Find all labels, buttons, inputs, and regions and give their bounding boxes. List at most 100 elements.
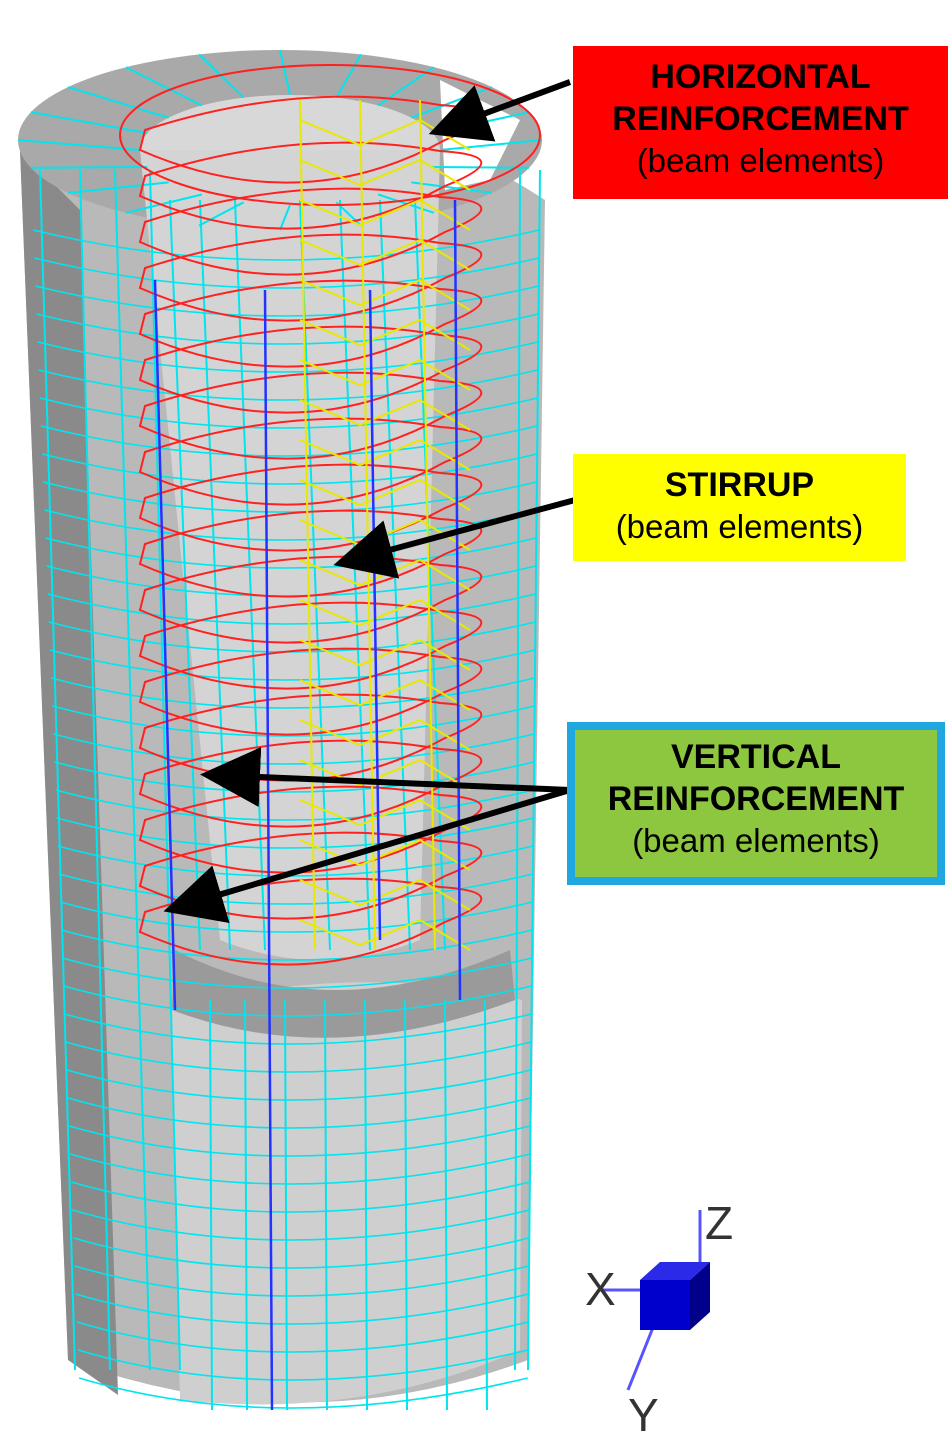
vertical-reinforcement-bar	[368, 289, 382, 941]
mesh-line-radial	[125, 193, 203, 214]
axis-cube-top	[640, 1262, 710, 1280]
mesh-line-horizontal	[55, 789, 534, 821]
mesh-line-radial	[30, 165, 148, 169]
mesh-line-radial	[198, 201, 245, 227]
mesh-line-vertical	[244, 999, 248, 1411]
arrow-vertical-reinforcement-upper	[200, 747, 571, 807]
horizontal-reinforcement-ring	[138, 877, 483, 966]
axis-label-y: Y	[628, 1389, 659, 1441]
mesh-line-radial	[439, 139, 543, 151]
stirrup-bar	[299, 878, 471, 911]
mesh-line-horizontal	[75, 1293, 529, 1325]
mesh-line-horizontal	[64, 1013, 532, 1045]
stirrup-bar	[299, 838, 471, 871]
mesh-line-horizontal	[68, 1125, 531, 1157]
mesh-line-radial	[432, 165, 530, 169]
stirrup-bar	[299, 278, 471, 311]
axis-label-x: X	[585, 1263, 616, 1315]
mesh-line-horizontal	[45, 537, 537, 569]
mesh-line-horizontal	[56, 817, 534, 849]
axis-cube-side	[690, 1262, 710, 1330]
stirrup-bar	[299, 158, 471, 191]
stirrup-bar	[299, 198, 471, 231]
mesh-line-horizontal	[39, 397, 538, 429]
horizontal-reinforcement-ring	[138, 831, 483, 920]
axis-cube-front	[640, 1280, 690, 1330]
mesh-line-radial	[67, 181, 169, 194]
mesh-line-horizontal	[59, 901, 533, 933]
mesh-line-vertical	[39, 169, 76, 1371]
mesh-line-horizontal	[49, 649, 536, 681]
mesh-line-horizontal	[63, 985, 532, 1017]
mesh-line-horizontal	[78, 1377, 528, 1409]
mesh-line-horizontal	[47, 593, 536, 625]
mesh-line-horizontal	[72, 1209, 530, 1241]
arrow-stirrup	[333, 497, 576, 579]
stirrup-bar	[299, 438, 471, 471]
callout-horizontal-subtitle: (beam elements)	[636, 142, 885, 179]
column-shaded-side	[20, 150, 118, 1395]
mesh-line-horizontal	[50, 677, 535, 709]
mesh-line-vertical	[169, 199, 201, 951]
stirrup-bar	[299, 758, 471, 791]
mesh-line-vertical	[79, 169, 111, 1371]
stirrup-bar	[299, 598, 471, 631]
mesh-line-radial	[67, 86, 169, 119]
mesh-line-radial	[198, 53, 245, 99]
column-body	[18, 50, 545, 1405]
mesh-line-horizontal	[33, 229, 540, 261]
finite-element-mesh	[17, 49, 543, 1411]
stirrup-bar	[299, 238, 471, 271]
mesh-line-horizontal	[76, 1321, 529, 1353]
mesh-line-horizontal	[66, 1069, 531, 1101]
callout-vertical-subtitle: (beam elements)	[632, 822, 880, 859]
callout-arrows	[163, 79, 576, 924]
stirrup-bar	[299, 99, 316, 951]
mesh-line-radial	[125, 66, 203, 107]
mesh-line-horizontal	[62, 957, 533, 989]
mesh-line-vertical	[444, 999, 448, 1411]
mesh-line-horizontal	[40, 425, 538, 457]
callout-horizontal-title-line2: REINFORCEMENT	[612, 100, 909, 138]
callout-stirrup-subtitle: (beam elements)	[615, 508, 864, 545]
mesh-line-horizontal	[36, 313, 539, 345]
mesh-line-horizontal	[43, 481, 537, 513]
callout-vertical-reinforcement: VERTICAL REINFORCEMENT (beam elements)	[567, 722, 945, 885]
horizontal-reinforcement-ring	[138, 187, 483, 276]
mesh-line-radial	[30, 111, 148, 134]
callout-stirrup: STIRRUP (beam elements)	[573, 454, 906, 561]
mesh-line-horizontal	[58, 873, 533, 905]
mesh-line-vertical	[284, 999, 288, 1411]
mesh-line-horizontal	[60, 929, 533, 961]
horizontal-reinforcement-ring	[138, 739, 483, 828]
mesh-line-horizontal	[35, 285, 539, 317]
mesh-line-radial	[411, 181, 493, 194]
mesh-line-horizontal	[71, 1181, 530, 1213]
mesh-line-horizontal	[73, 1237, 530, 1269]
axis-label-z: Z	[705, 1197, 734, 1249]
horizontal-reinforcement-ring	[138, 279, 483, 368]
axis-triad	[600, 1210, 710, 1391]
arrow-vertical-reinforcement-lower	[163, 787, 571, 924]
mesh-line-horizontal	[69, 1153, 531, 1185]
callout-vertical-title-line1: VERTICAL	[671, 738, 841, 776]
stirrup-bar	[299, 638, 471, 671]
stirrup-bar	[299, 478, 471, 511]
mesh-line-radial	[17, 139, 141, 151]
mesh-line-horizontal	[37, 341, 539, 373]
stirrup-bar	[299, 358, 471, 391]
mesh-line-radial	[279, 204, 291, 231]
mesh-line-horizontal	[52, 705, 535, 737]
mesh-line-horizontal	[65, 1041, 532, 1073]
mesh-line-vertical	[484, 999, 488, 1411]
arrow-horizontal-reinforcement	[428, 79, 572, 142]
mesh-line-vertical	[199, 199, 231, 951]
mesh-line-vertical	[514, 169, 521, 1371]
callout-horizontal-reinforcement: HORIZONTAL REINFORCEMENT (beam elements)	[573, 46, 948, 199]
horizontal-reinforcement-ring	[119, 64, 541, 206]
mesh-line-vertical	[414, 199, 446, 951]
mesh-line-vertical	[527, 169, 541, 1371]
mesh-line-horizontal	[34, 257, 540, 289]
mesh-line-horizontal	[67, 1097, 531, 1129]
